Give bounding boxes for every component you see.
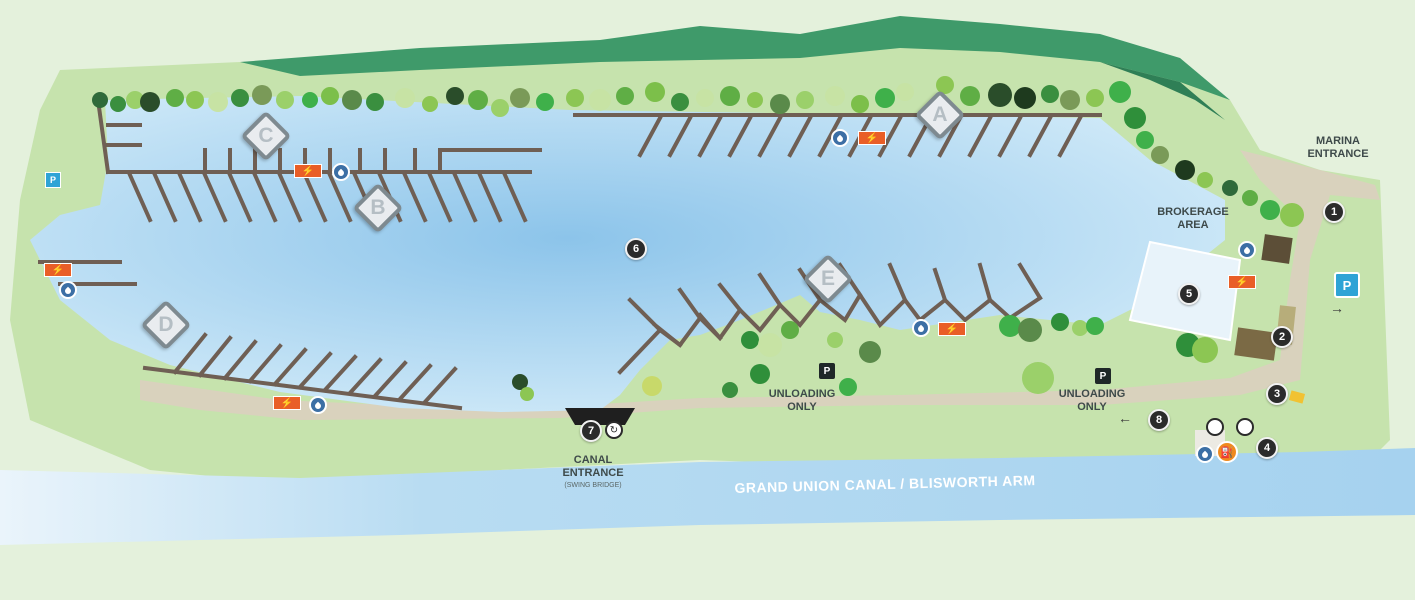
parking-icon: P xyxy=(45,172,61,188)
hill-ridge xyxy=(240,16,1230,100)
marker-5[interactable]: 5 xyxy=(1178,283,1200,305)
unloading-only-label: UNLOADING ONLY xyxy=(1058,388,1126,413)
marina-entrance-label: MARINA ENTRANCE xyxy=(1307,135,1369,160)
electric-hookup-icon: ⚡ xyxy=(1228,275,1256,289)
water-point-icon xyxy=(1196,445,1214,463)
water-point-icon xyxy=(59,281,77,299)
marker-4[interactable]: 4 xyxy=(1256,437,1278,459)
marker-7[interactable]: 7 xyxy=(580,420,602,442)
water-point-icon xyxy=(831,129,849,147)
pontoon-a-letter: A xyxy=(932,103,948,126)
pontoon-e-letter: E xyxy=(820,267,835,290)
pontoon-d-letter: D xyxy=(158,313,174,336)
fuel-icon: ⛽ xyxy=(1216,441,1238,463)
marker-3[interactable]: 3 xyxy=(1266,383,1288,405)
unloading-only-label: UNLOADING ONLY xyxy=(768,388,836,413)
swing-bridge-icon: ↻ xyxy=(605,421,623,439)
marker-6[interactable]: 6 xyxy=(625,238,647,260)
unloading-parking-icon: P xyxy=(819,363,835,379)
arrow-left-icon: ← xyxy=(1118,410,1132,426)
water-point-icon xyxy=(332,163,350,181)
electric-hookup-icon: ⚡ xyxy=(858,131,886,145)
swing-bridge xyxy=(565,408,635,425)
marker-1[interactable]: 1 xyxy=(1323,201,1345,223)
jetties xyxy=(38,97,1102,411)
canal-entrance-label: CANAL ENTRANCE xyxy=(562,454,624,479)
grand-union-canal xyxy=(0,448,1415,545)
arrow-right-icon: → xyxy=(1330,300,1344,316)
water-point-icon xyxy=(1238,241,1256,259)
electric-hookup-icon: ⚡ xyxy=(273,396,301,410)
water-point-icon xyxy=(309,396,327,414)
electric-hookup-icon: ⚡ xyxy=(294,164,322,178)
gas-bottle-icon xyxy=(1236,418,1254,436)
pontoon-c-letter: C xyxy=(258,124,274,147)
electric-hookup-icon: ⚡ xyxy=(938,322,966,336)
trees xyxy=(92,76,1304,401)
pump-out-icon xyxy=(1206,418,1224,436)
unloading-parking-icon: P xyxy=(1095,368,1111,384)
electric-hookup-icon: ⚡ xyxy=(44,263,72,277)
parking-entrance-icon[interactable]: P xyxy=(1334,272,1360,298)
water-point-icon xyxy=(912,319,930,337)
marker-2[interactable]: 2 xyxy=(1271,326,1293,348)
pontoon-b-letter: B xyxy=(370,196,386,219)
swing-bridge-label: (SWING BRIDGE) xyxy=(564,482,622,489)
marker-8[interactable]: 8 xyxy=(1148,409,1170,431)
brokerage-area-label: BROKERAGE AREA xyxy=(1157,206,1229,231)
